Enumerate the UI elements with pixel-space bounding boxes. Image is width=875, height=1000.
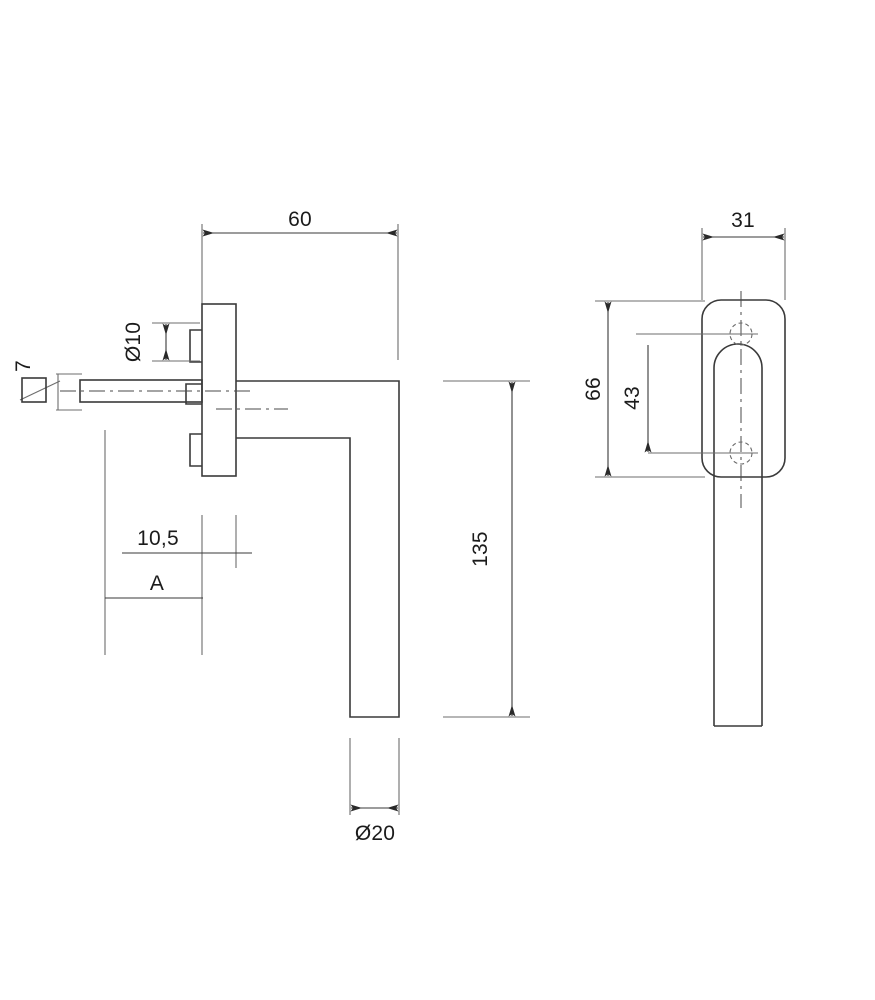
dim-label-d10: Ø10	[122, 322, 145, 362]
square-symbol-7	[21, 377, 47, 403]
side-elevation-view: 60 7	[12, 208, 530, 845]
lever-handle-side	[216, 380, 400, 718]
rosette-plate-front	[701, 299, 786, 478]
rosette-spindle-shoulder	[185, 383, 202, 405]
dimension-height-135: 135	[443, 380, 530, 718]
dimension-dia-10: Ø10	[122, 322, 200, 362]
dim-label-66: 66	[582, 377, 605, 401]
dimension-offset-10-5: 10,5	[122, 515, 252, 655]
leader-line-square-7	[19, 380, 61, 401]
rosette-plate-side	[185, 303, 237, 477]
dim-label-31: 31	[731, 209, 755, 232]
screw-hole-lower	[648, 441, 758, 465]
screw-hole-upper	[636, 322, 758, 346]
rosette-body-rect	[201, 303, 237, 477]
dimension-a: A	[104, 430, 203, 655]
lever-outline	[236, 380, 400, 718]
dimension-hole-spacing-43: 43	[621, 345, 652, 453]
dimension-dia-20: Ø20	[349, 738, 400, 845]
handle-shaft-front-left	[713, 343, 763, 726]
dim-label-60: 60	[288, 208, 312, 231]
dimension-square-7: 7	[12, 360, 82, 411]
dimension-width-60: 60	[201, 208, 399, 360]
dim-label-43: 43	[621, 386, 644, 410]
dim-label-10-5: 10,5	[137, 527, 179, 550]
square-spindle	[60, 379, 252, 403]
spindle-rect	[79, 379, 203, 403]
dimension-width-31: 31	[701, 209, 786, 300]
rosette-screw-boss-lower	[189, 433, 202, 467]
dim-label-a: A	[150, 572, 164, 595]
front-elevation-view: 31 66 43	[582, 209, 786, 727]
dim-label-135: 135	[469, 531, 492, 567]
dimension-height-66: 66	[582, 300, 705, 478]
rosette-screw-boss-upper	[189, 329, 202, 363]
dim-label-d20: Ø20	[355, 822, 395, 845]
dim-label-7: 7	[12, 360, 35, 372]
